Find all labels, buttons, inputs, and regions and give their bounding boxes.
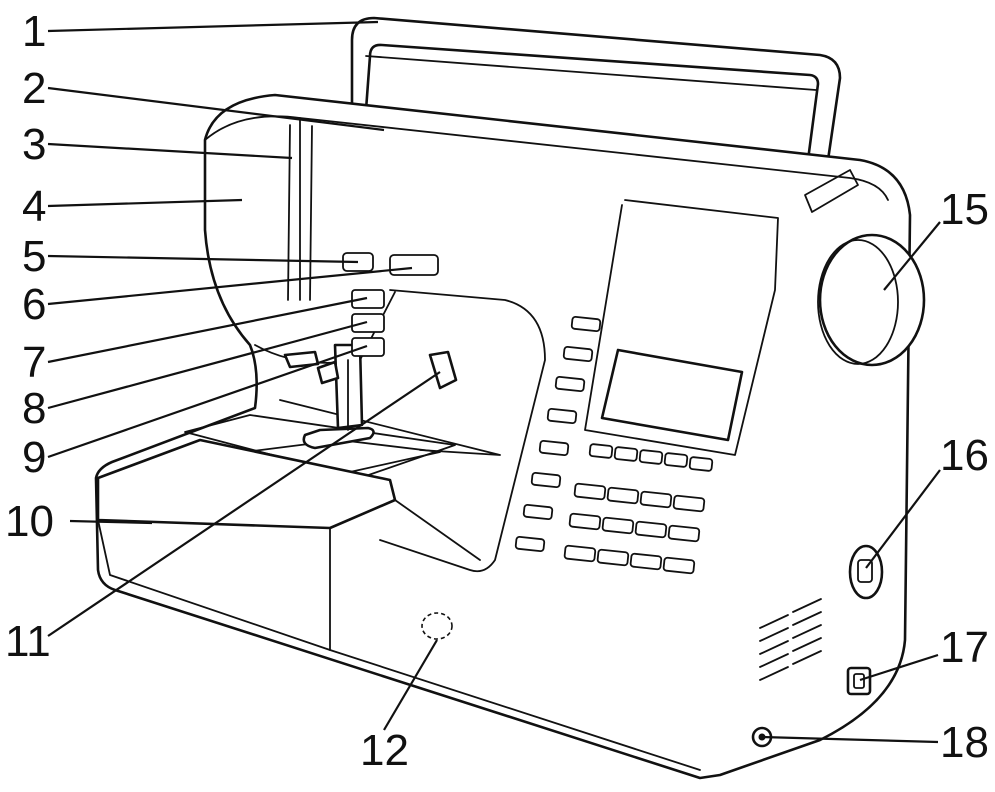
machine-drawing bbox=[94, 16, 926, 780]
label-7: 7 bbox=[22, 338, 46, 387]
label-10: 10 bbox=[5, 497, 54, 546]
leader-1 bbox=[47, 20, 379, 33]
leader-16 bbox=[865, 469, 941, 569]
leader-5 bbox=[47, 254, 359, 264]
head-button-3 bbox=[351, 289, 385, 309]
leader-12 bbox=[383, 639, 438, 731]
label-4: 4 bbox=[22, 182, 46, 231]
callout-labels: 1 2 3 4 5 6 7 8 9 10 11 12 15 16 17 18 bbox=[5, 7, 989, 775]
leader-10 bbox=[69, 519, 153, 525]
label-9: 9 bbox=[22, 433, 46, 482]
head-button-4 bbox=[351, 313, 385, 333]
label-8: 8 bbox=[22, 384, 46, 433]
leader-11 bbox=[47, 371, 441, 637]
panel-buttons bbox=[514, 315, 714, 575]
label-15: 15 bbox=[940, 185, 989, 234]
head-button-2 bbox=[389, 254, 439, 276]
label-3: 3 bbox=[22, 120, 46, 169]
presser-foot-lever bbox=[428, 350, 458, 390]
leader-17 bbox=[859, 653, 939, 682]
leader-8 bbox=[47, 320, 368, 410]
label-1: 1 bbox=[22, 7, 46, 56]
bobbin-winder bbox=[804, 169, 859, 213]
hand-wheel bbox=[818, 233, 926, 367]
lcd-screen bbox=[600, 348, 744, 442]
label-2: 2 bbox=[22, 64, 46, 113]
leader-4 bbox=[47, 198, 243, 208]
leader-3 bbox=[47, 142, 293, 160]
vents bbox=[759, 598, 822, 681]
leader-18 bbox=[761, 735, 939, 744]
leader-6 bbox=[47, 266, 413, 306]
leader-lines bbox=[47, 20, 941, 744]
label-17: 17 bbox=[940, 623, 989, 672]
label-5: 5 bbox=[22, 232, 46, 281]
label-18: 18 bbox=[940, 718, 989, 767]
label-12: 12 bbox=[360, 726, 409, 775]
label-11: 11 bbox=[5, 617, 51, 666]
leader-7 bbox=[47, 296, 368, 364]
dashed-circle-marker bbox=[421, 612, 453, 640]
leader-15 bbox=[883, 221, 941, 291]
machine-body bbox=[94, 93, 912, 780]
label-6: 6 bbox=[22, 280, 46, 329]
face-cover bbox=[204, 115, 301, 301]
head-button-5 bbox=[351, 337, 385, 357]
label-16: 16 bbox=[940, 431, 989, 480]
leader-2 bbox=[47, 86, 385, 132]
control-panel-frame bbox=[584, 199, 779, 456]
free-arm-gap bbox=[379, 289, 546, 573]
presser-foot-assembly bbox=[283, 343, 375, 450]
leader-9 bbox=[47, 344, 368, 459]
